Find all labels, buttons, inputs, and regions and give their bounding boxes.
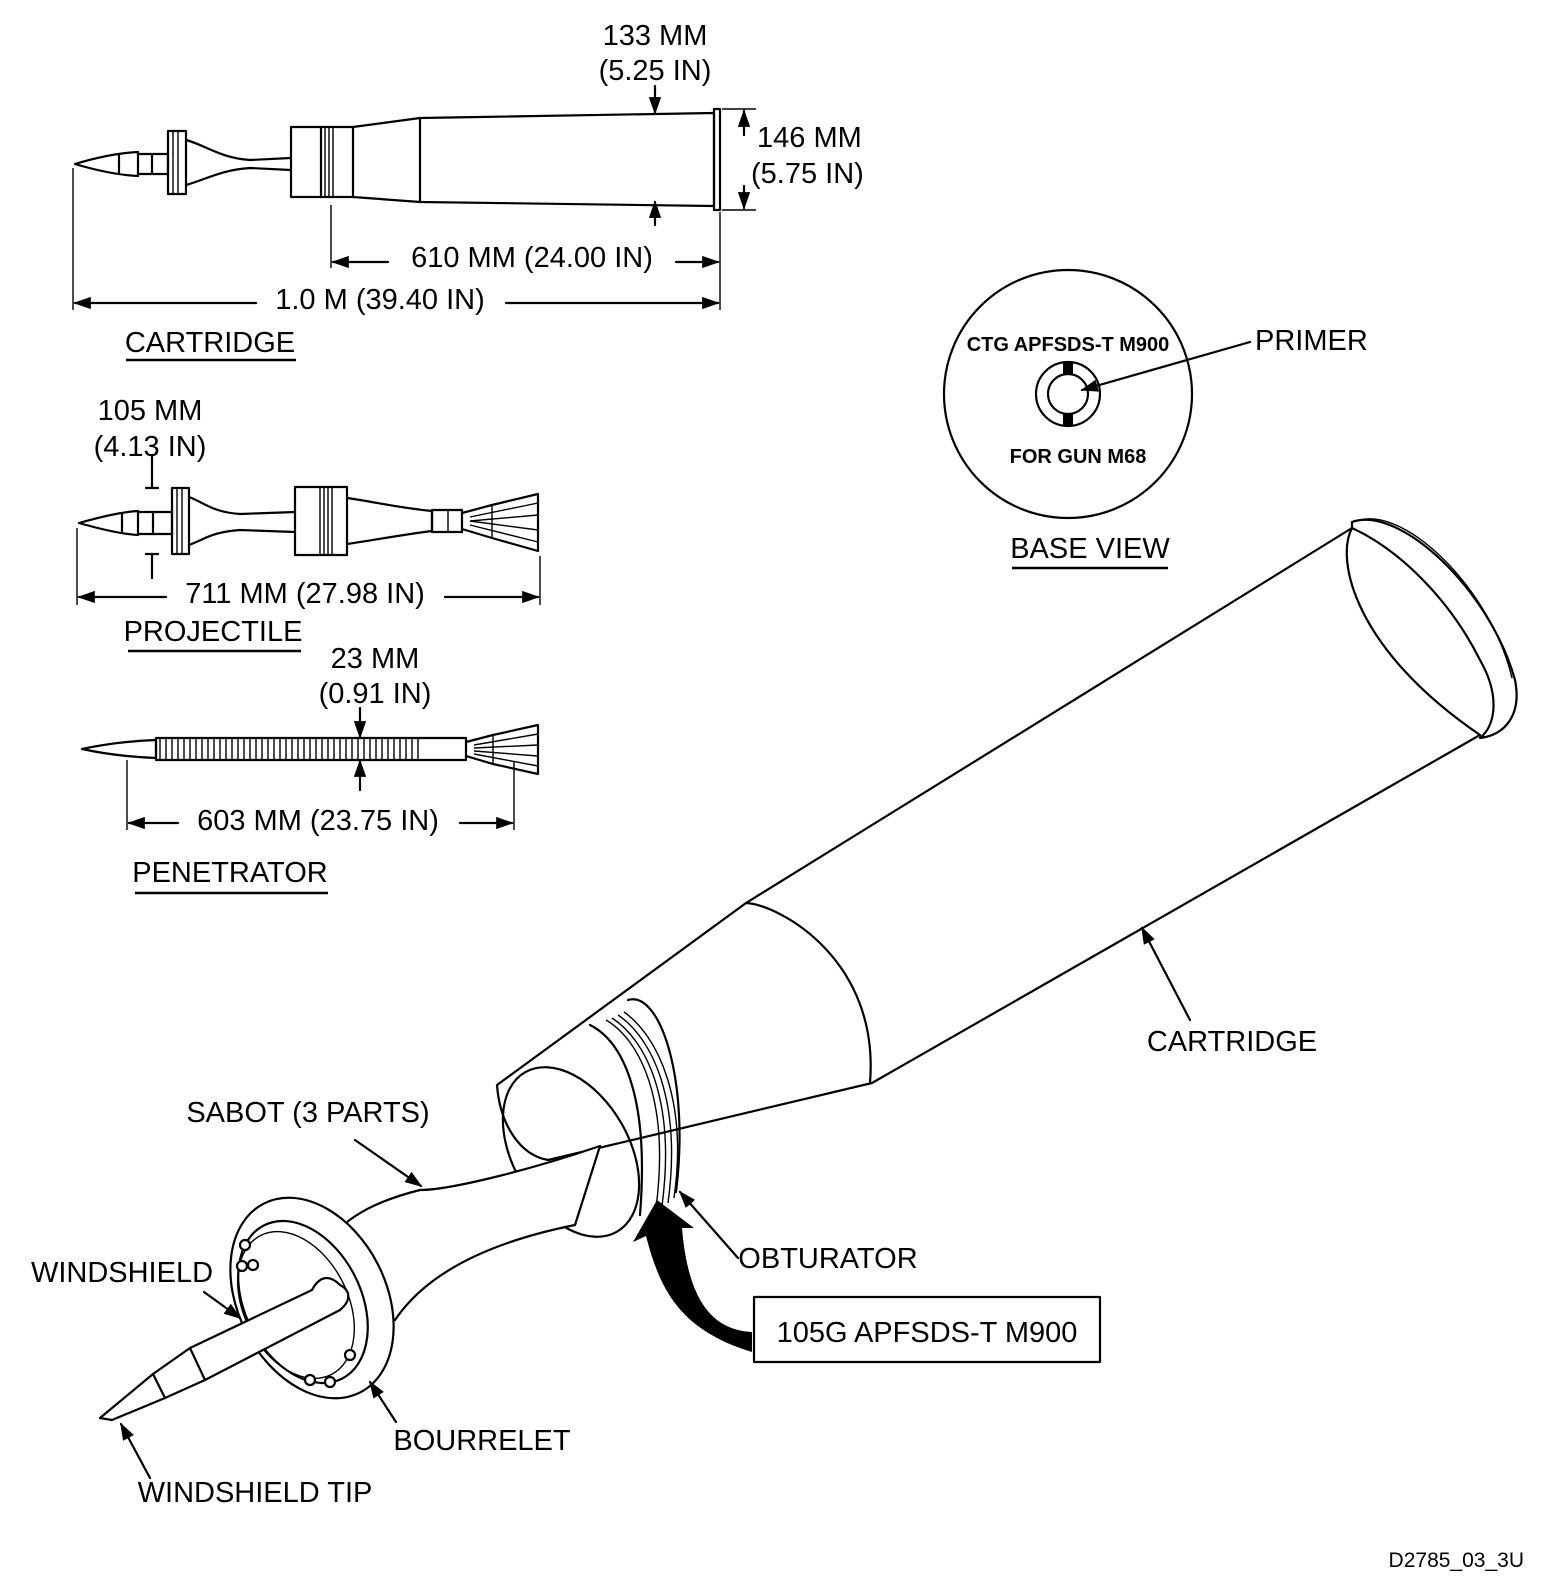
designation-box — [752, 1295, 1102, 1364]
base-view-title: BASE VIEW — [1010, 533, 1170, 565]
designation-arrow — [633, 1200, 752, 1352]
rim-diameter-mm: 146 MM — [757, 122, 862, 154]
projectile-side-view — [76, 453, 541, 605]
penetrator-side-view — [80, 706, 540, 830]
projectile-length-label: 711 MM (27.98 IN) — [185, 578, 425, 610]
projectile-diameter-mm: 105 MM — [98, 395, 203, 427]
windshield-tip-label: WINDSHIELD TIP — [138, 1477, 373, 1509]
obturator-label: OBTURATOR — [738, 1243, 917, 1275]
penetrator-length-label: 603 MM (23.75 IN) — [197, 805, 439, 837]
penetrator-title: PENETRATOR — [132, 857, 328, 889]
projectile-title: PROJECTILE — [124, 616, 303, 648]
cartridge-callout: CARTRIDGE — [1147, 1026, 1317, 1058]
base-view — [942, 268, 1252, 520]
cartridge-isometric-view — [98, 518, 1518, 1480]
projectile-diameter-in: (4.13 IN) — [94, 431, 207, 463]
penetrator-diameter-mm: 23 MM — [331, 643, 420, 675]
penetrator-diameter-in: (0.91 IN) — [319, 678, 432, 710]
base-marking-bottom: FOR GUN M68 — [1010, 446, 1147, 468]
windshield-label: WINDSHIELD — [31, 1257, 213, 1289]
designation-label: 105G APFSDS-T M900 — [777, 1317, 1078, 1349]
cartridge-side-view — [72, 84, 756, 310]
total-length-label: 1.0 M (39.40 IN) — [275, 284, 485, 316]
cartridge-diameter-in: (5.25 IN) — [599, 55, 712, 87]
bourrelet-label: BOURRELET — [393, 1425, 571, 1457]
base-marking-top: CTG APFSDS-T M900 — [967, 334, 1170, 356]
case-length-label: 610 MM (24.00 IN) — [411, 242, 653, 274]
cartridge-title: CARTRIDGE — [125, 327, 295, 359]
rim-diameter-in: (5.75 IN) — [751, 158, 864, 190]
sabot-label: SABOT (3 PARTS) — [186, 1097, 429, 1129]
drawing-number: D2785_03_3U — [1389, 1549, 1524, 1572]
cartridge-diameter-mm: 133 MM — [603, 20, 708, 52]
primer-label: PRIMER — [1255, 325, 1368, 357]
